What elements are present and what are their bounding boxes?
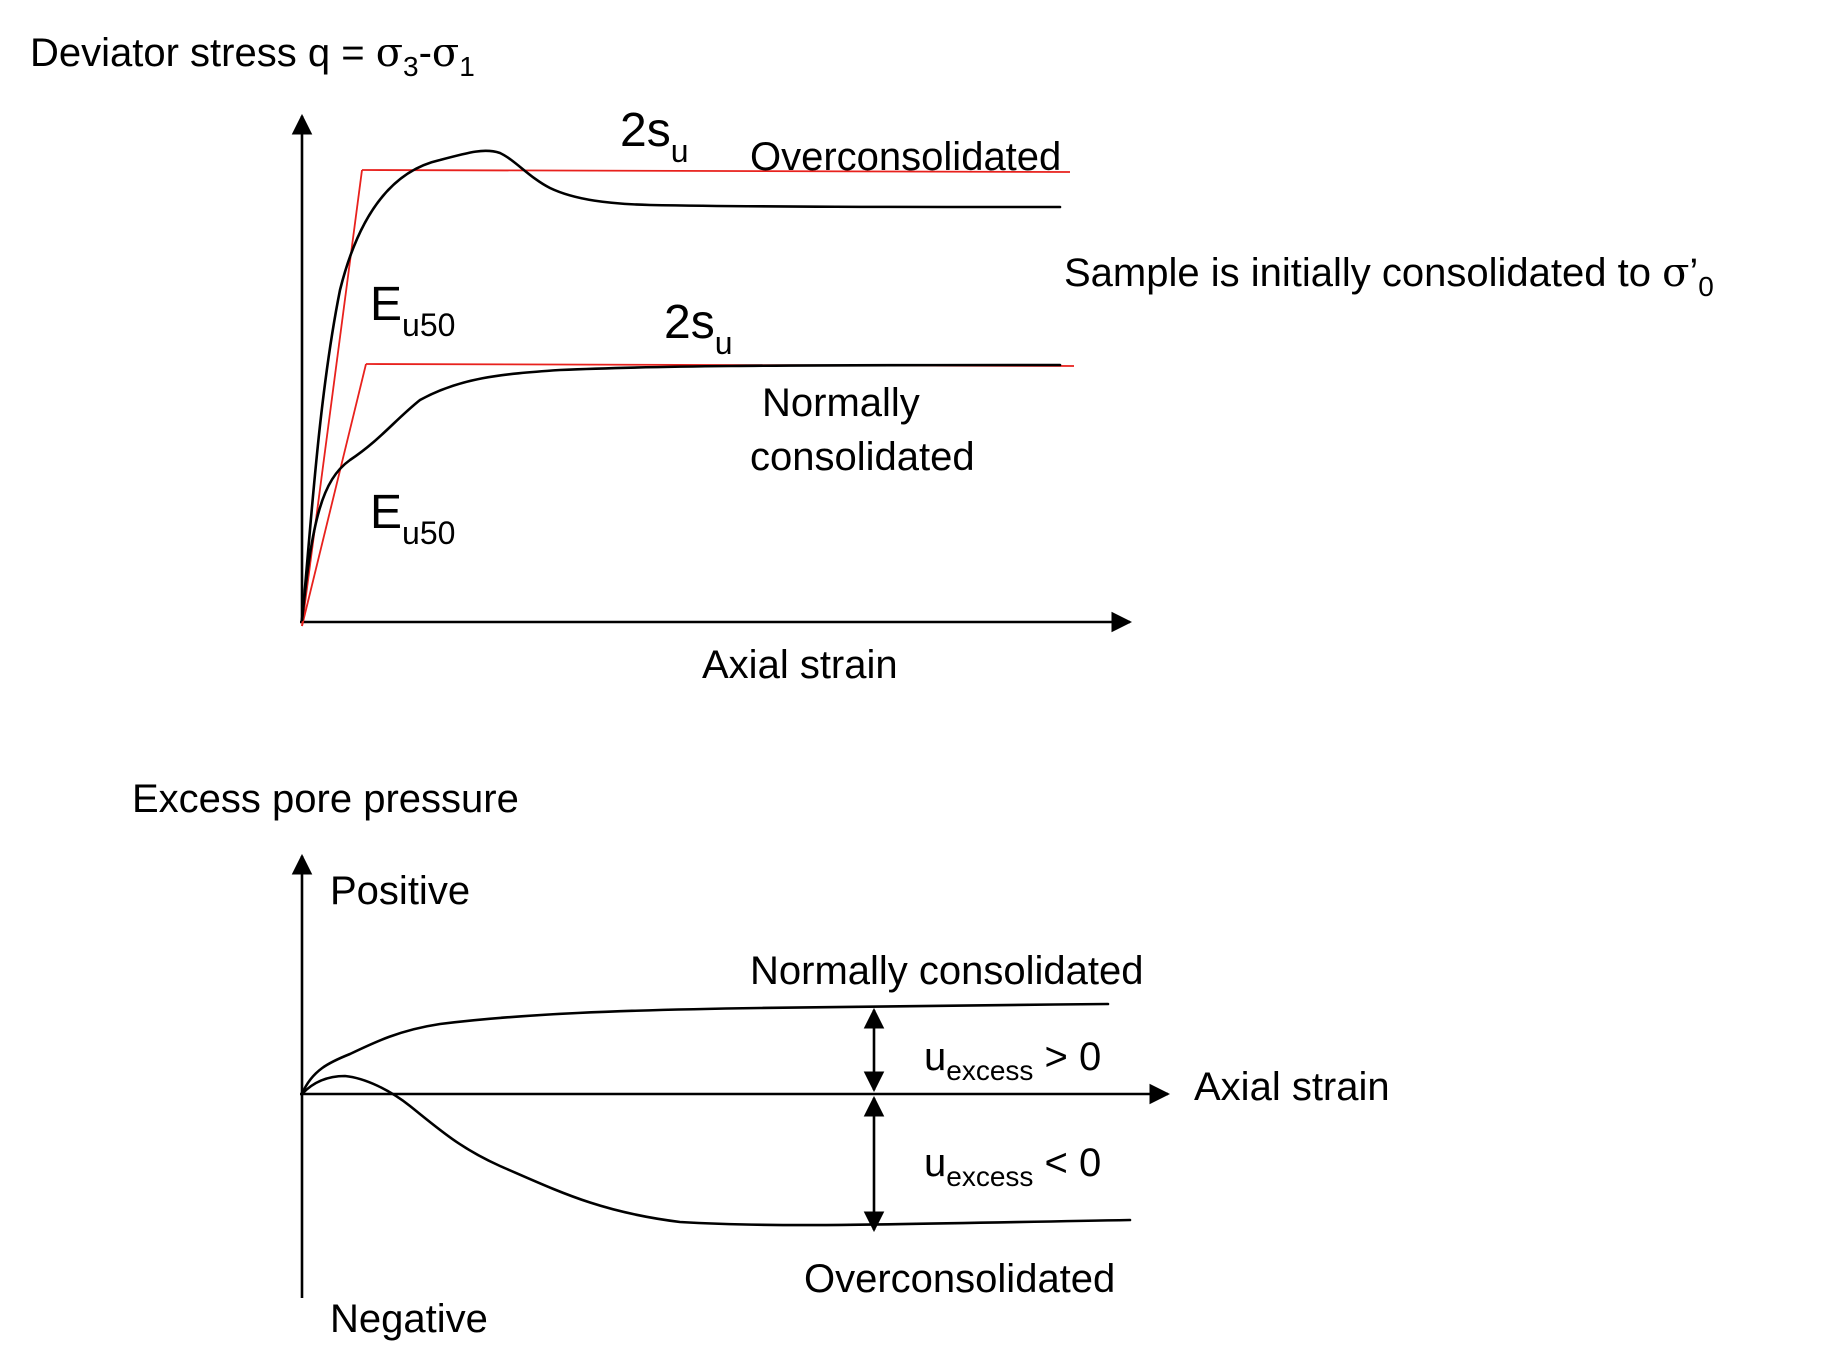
modulus-label-upper: Eu50 (370, 278, 455, 343)
bottom-y-axis-label: Excess pore pressure (132, 777, 519, 821)
overconsolidated-pore-pressure-curve (300, 1074, 1132, 1227)
nc-pore-curve-label: Normally consolidated (750, 949, 1144, 993)
oc-peak-label: 2su (620, 104, 689, 169)
oc-secant-line (301, 169, 363, 627)
top-y-axis-label: Deviator stress q = σ3-σ1 (30, 30, 475, 82)
bottom-x-axis-label: Axial strain (1194, 1065, 1390, 1109)
top-plot: Deviator stress q = σ3-σ1 2su Overconsol… (30, 30, 1714, 687)
oc-pore-curve-label: Overconsolidated (804, 1257, 1115, 1301)
nc-curve-label-line2: consolidated (750, 435, 975, 479)
nc-secant-line (301, 363, 367, 627)
nc-curve-label-line1: Normally (762, 381, 920, 425)
overconsolidated-stress-curve (300, 149, 1062, 622)
u-excess-negative-label: uexcess < 0 (924, 1141, 1101, 1192)
oc-asymptote-line (361, 169, 1071, 173)
u-excess-positive-label: uexcess > 0 (924, 1035, 1101, 1086)
bottom-plot: Excess pore pressure Positive Negative N… (132, 777, 1390, 1341)
normally-consolidated-pore-pressure-curve (300, 1002, 1110, 1096)
oc-curve-label: Overconsolidated (750, 135, 1061, 179)
modulus-label-lower: Eu50 (370, 486, 455, 551)
top-x-axis-label: Axial strain (702, 643, 898, 687)
negative-label: Negative (330, 1297, 488, 1341)
consolidation-note: Sample is initially consolidated to σ’0 (1064, 250, 1714, 302)
nc-peak-label: 2su (664, 296, 733, 361)
normally-consolidated-stress-curve (300, 363, 1062, 622)
positive-label: Positive (330, 869, 470, 913)
